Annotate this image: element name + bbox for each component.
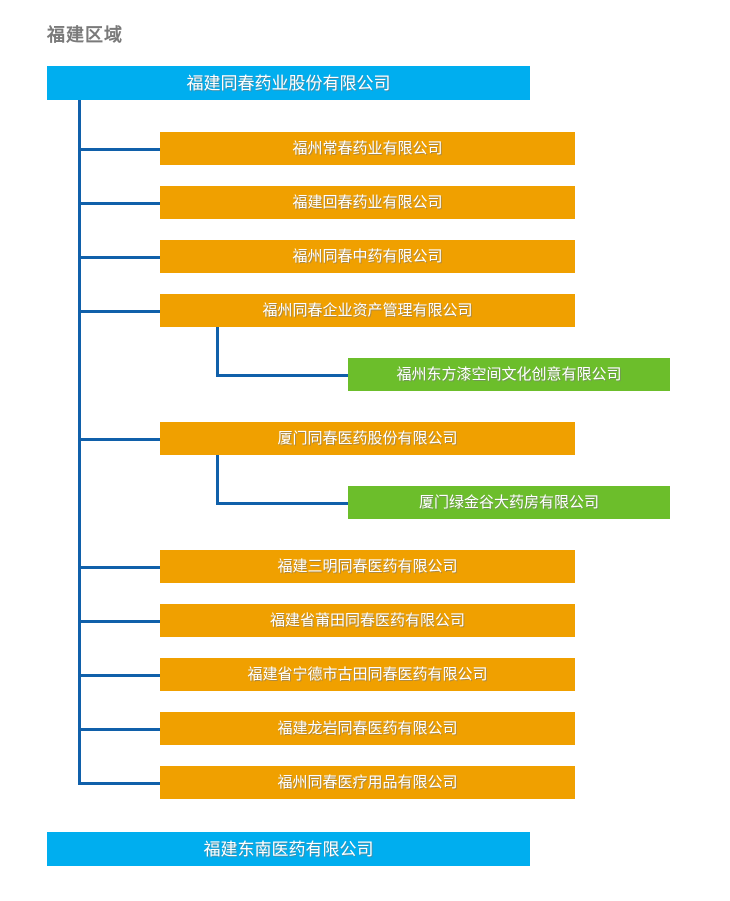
connector-h-c3 xyxy=(78,256,162,259)
node-fuzhou-changchun[interactable]: 福州常春药业有限公司 xyxy=(160,132,575,165)
node-fujian-dongnan[interactable]: 福建东南医药有限公司 xyxy=(47,832,530,866)
connector-h-c8 xyxy=(78,674,162,677)
connector-h-c6 xyxy=(78,566,162,569)
connector-h-c10 xyxy=(78,782,162,785)
node-fuzhou-dongfangqi[interactable]: 福州东方漆空间文化创意有限公司 xyxy=(348,358,670,391)
node-fujian-longyan[interactable]: 福建龙岩同春医药有限公司 xyxy=(160,712,575,745)
node-xiamen-tongchun[interactable]: 厦门同春医药股份有限公司 xyxy=(160,422,575,455)
node-fujian-sanming[interactable]: 福建三明同春医药有限公司 xyxy=(160,550,575,583)
connector-h-c7 xyxy=(78,620,162,623)
node-fuzhou-tongchun-asset-mgmt[interactable]: 福州同春企业资产管理有限公司 xyxy=(160,294,575,327)
connector-h-c1 xyxy=(78,148,162,151)
node-fuzhou-tongchun-zhongyao[interactable]: 福州同春中药有限公司 xyxy=(160,240,575,273)
connector-sub-horizontal-c5 xyxy=(216,502,350,505)
connector-sub-vertical-c5 xyxy=(216,455,219,505)
connector-h-c2 xyxy=(78,202,162,205)
connector-sub-horizontal-c4 xyxy=(216,374,350,377)
connector-h-c5 xyxy=(78,438,162,441)
node-fujian-putian[interactable]: 福建省莆田同春医药有限公司 xyxy=(160,604,575,637)
connector-h-c4 xyxy=(78,310,162,313)
node-fujian-ningde-gutian[interactable]: 福建省宁德市古田同春医药有限公司 xyxy=(160,658,575,691)
node-root[interactable]: 福建同春药业股份有限公司 xyxy=(47,66,530,100)
node-xiamen-lvjingu[interactable]: 厦门绿金谷大药房有限公司 xyxy=(348,486,670,519)
connector-main-vertical xyxy=(78,100,81,784)
connector-sub-vertical-c4 xyxy=(216,327,219,377)
node-fujian-huichun[interactable]: 福建回春药业有限公司 xyxy=(160,186,575,219)
page-title: 福建区域 xyxy=(47,25,123,45)
node-fuzhou-tongchun-medical-supplies[interactable]: 福州同春医疗用品有限公司 xyxy=(160,766,575,799)
connector-h-c9 xyxy=(78,728,162,731)
